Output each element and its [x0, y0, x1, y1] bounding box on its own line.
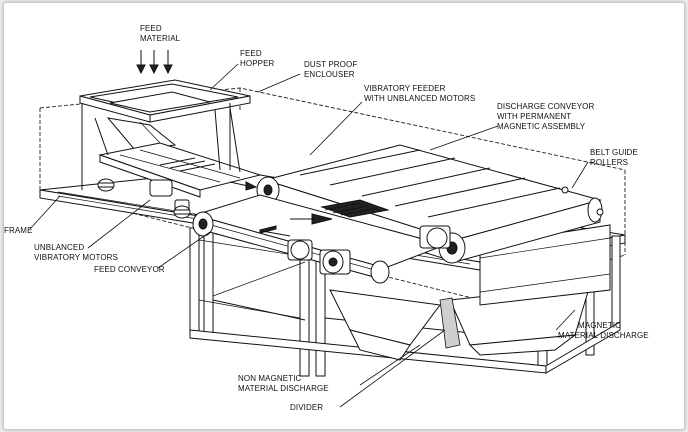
label-magnetic-discharge-line1: MAGNETIC [578, 321, 621, 330]
label-motors-line1: UNBLANCED [34, 243, 84, 252]
label-non-magnetic-line2: MATERIAL DISCHARGE [238, 384, 329, 393]
label-non-magnetic-line1: NON MAGNETIC [238, 374, 302, 383]
label-discharge-conveyor: DISCHARGE CONVEYOR WITH PERMANENT MAGNET… [497, 102, 594, 131]
label-feed-conveyor: FEED CONVEYOR [94, 265, 165, 274]
label-feed-conveyor-line1: FEED CONVEYOR [94, 265, 165, 274]
label-magnetic-discharge-line2: MATERIAL DISCHARGE [558, 331, 649, 340]
label-feed-hopper: FEED HOPPER [240, 49, 275, 68]
label-feed-material-line2: MATERIAL [140, 34, 181, 43]
label-discharge-conveyor-line2: WITH PERMANENT [497, 112, 571, 121]
label-vibratory-feeder: VIBRATORY FEEDER WITH UNBLANCED MOTORS [364, 84, 475, 103]
label-feed-hopper-line1: FEED [240, 49, 262, 58]
label-divider-line1: DIVIDER [290, 403, 323, 412]
label-dust-proof-line1: DUST PROOF [304, 60, 357, 69]
label-belt-guide-line1: BELT GUIDE [590, 148, 638, 157]
label-motors-line2: VIBRATORY MOTORS [34, 253, 118, 262]
leader-lines [29, 63, 589, 408]
label-vibratory-feeder-line2: WITH UNBLANCED MOTORS [364, 94, 475, 103]
label-dust-proof-line2: ENCLOUSER [304, 70, 355, 79]
label-dust-proof-enclouser: DUST PROOF ENCLOUSER [304, 60, 357, 79]
label-non-magnetic-material-discharge: NON MAGNETIC MATERIAL DISCHARGE [238, 374, 329, 393]
feed-arrows [136, 50, 173, 75]
label-discharge-conveyor-line3: MAGNETIC ASSEMBLY [497, 122, 586, 131]
label-belt-guide-line2: ROLLERS [590, 158, 628, 167]
label-frame-line1: FRAME [4, 226, 33, 235]
label-frame: FRAME [4, 226, 33, 235]
label-feed-hopper-line2: HOPPER [240, 59, 275, 68]
vibratory-feeder [81, 103, 262, 219]
label-discharge-conveyor-line1: DISCHARGE CONVEYOR [497, 102, 594, 111]
label-feed-material: FEED MATERIAL [140, 24, 181, 43]
feed-conveyor [192, 194, 451, 284]
label-feed-material-line1: FEED [140, 24, 162, 33]
label-unblanced-vibratory-motors: UNBLANCED VIBRATORY MOTORS [34, 243, 118, 262]
label-vibratory-feeder-line1: VIBRATORY FEEDER [364, 84, 446, 93]
feed-hopper [79, 79, 251, 151]
label-divider: DIVIDER [290, 403, 323, 412]
label-belt-guide-rollers: BELT GUIDE ROLLERS [590, 148, 638, 167]
label-magnetic-material-discharge: MAGNETIC MATERIAL DISCHARGE [558, 321, 649, 340]
